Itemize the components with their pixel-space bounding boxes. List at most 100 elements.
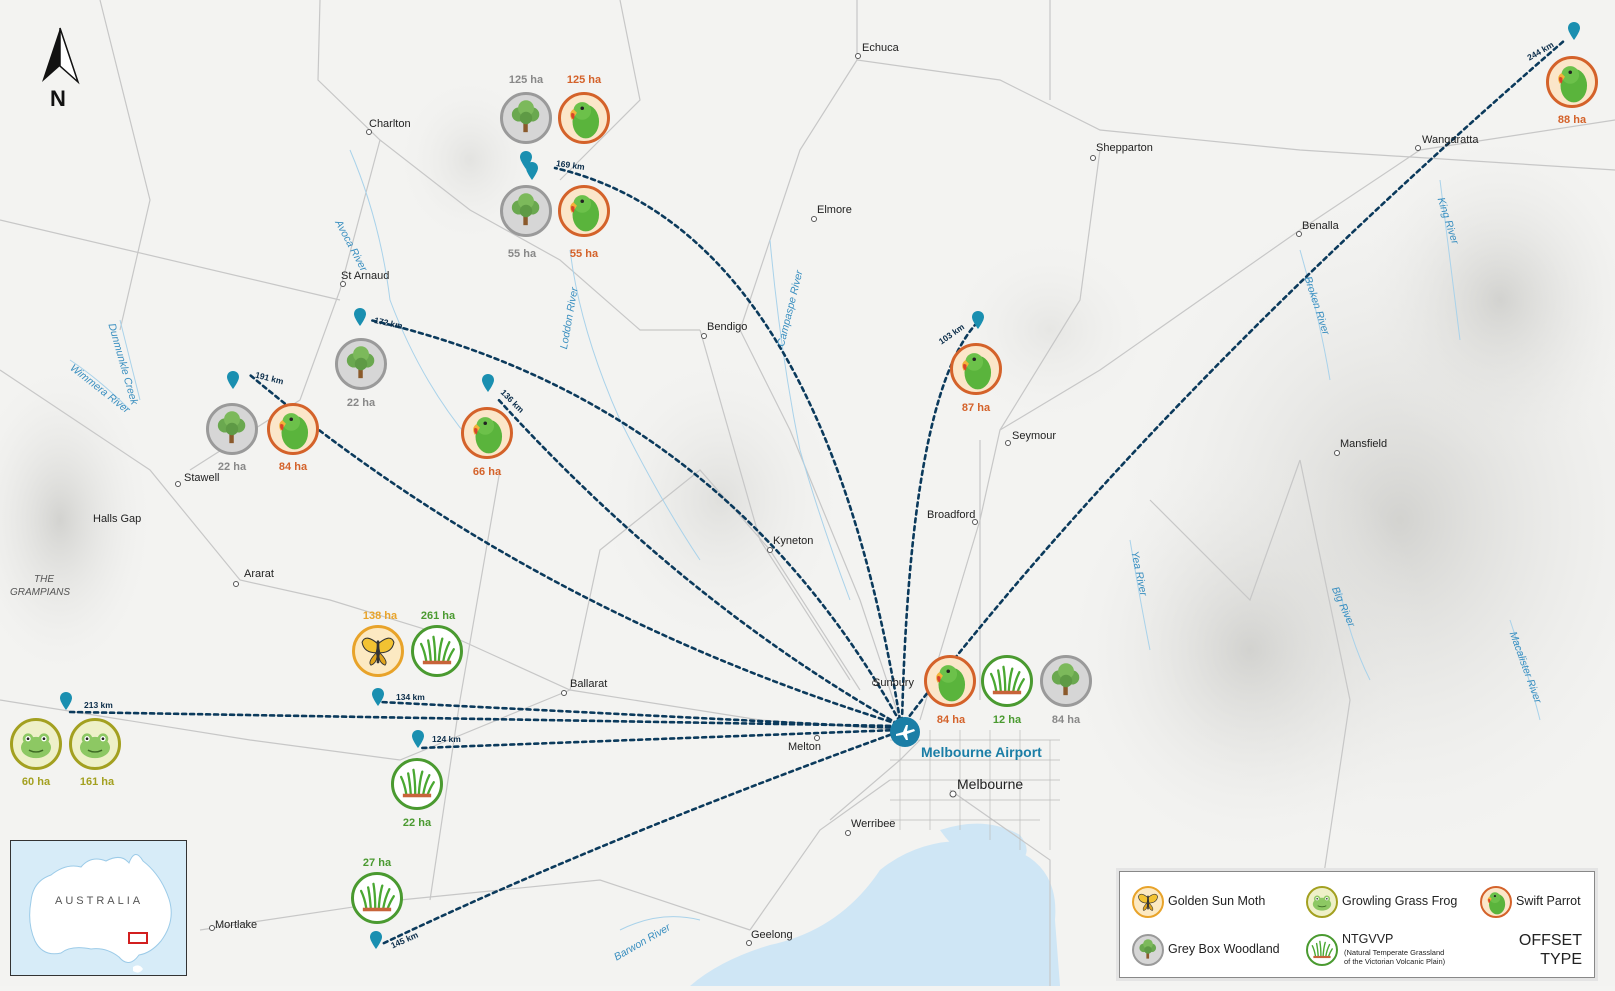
parrot-icon xyxy=(1558,66,1588,103)
route-line-191 xyxy=(248,373,900,726)
legend-title-line2: TYPE xyxy=(1540,951,1582,968)
location-pin-icon[interactable] xyxy=(227,371,239,389)
offset-area: 27 ha xyxy=(362,857,392,869)
offset-badge-swift-parrot[interactable] xyxy=(267,403,319,455)
legend-label-woodland: Grey Box Woodland xyxy=(1168,942,1280,956)
offset-badge-grey-box-woodland[interactable] xyxy=(1040,655,1092,707)
offset-badge-swift-parrot[interactable] xyxy=(950,343,1002,395)
offset-badge-swift-parrot[interactable] xyxy=(924,655,976,707)
route-line-145 xyxy=(380,730,900,946)
offset-area: 161 ha xyxy=(79,776,115,788)
location-pin-icon[interactable] xyxy=(1568,22,1580,40)
place-bendigo: Bendigo xyxy=(707,321,748,333)
location-pin-icon[interactable] xyxy=(972,311,984,329)
place-werribee: Werribee xyxy=(851,818,896,830)
frog-icon xyxy=(20,733,52,759)
tree-icon xyxy=(217,411,246,444)
offset-badge-ntgvvp[interactable] xyxy=(411,625,463,677)
offset-badge-swift-parrot[interactable] xyxy=(558,92,610,144)
grass-icon xyxy=(359,882,395,912)
north-arrow-icon xyxy=(42,27,80,85)
offset-area: 55 ha xyxy=(507,248,537,260)
place-grampians-line1: THE xyxy=(34,574,54,585)
offset-badge-golden-sun-moth[interactable] xyxy=(352,625,404,677)
offset-badge-ntgvvp[interactable] xyxy=(391,758,443,810)
route-line-244 xyxy=(903,38,1567,724)
offset-area: 12 ha xyxy=(992,714,1022,726)
offset-badge-ntgvvp[interactable] xyxy=(981,655,1033,707)
grass-icon xyxy=(399,768,435,798)
north-arrow: N xyxy=(38,26,82,111)
route-line-124 xyxy=(418,728,900,750)
route-distance-134: 134 km xyxy=(396,692,425,702)
place-sunbury: Sunbury xyxy=(873,677,914,689)
offset-area: 261 ha xyxy=(420,610,456,622)
tree-icon xyxy=(1051,663,1080,696)
location-pin-icon[interactable] xyxy=(60,692,72,710)
place-seymour: Seymour xyxy=(1012,430,1057,442)
parrot-icon xyxy=(936,665,966,702)
place-shepparton: Shepparton xyxy=(1096,142,1153,154)
parrot-icon xyxy=(570,102,600,139)
place-halls-gap: Halls Gap xyxy=(93,513,142,525)
offset-area: 84 ha xyxy=(936,714,966,726)
offset-badge-grey-box-woodland[interactable] xyxy=(206,403,258,455)
tree-icon xyxy=(511,100,540,133)
place-grampians-line2: GRAMPIANS xyxy=(10,587,71,598)
legend-moth-icon xyxy=(1132,886,1164,918)
location-pin-icon[interactable] xyxy=(372,688,384,706)
offset-area: 66 ha xyxy=(472,466,502,478)
location-pin-icon[interactable] xyxy=(526,162,538,180)
location-pin-icon[interactable] xyxy=(370,931,382,949)
offset-badge-swift-parrot[interactable] xyxy=(1546,56,1598,108)
australia-inset-map: AUSTRALIA xyxy=(10,840,187,976)
offset-area: 88 ha xyxy=(1557,114,1587,126)
legend-label-ntgvvp-sub2: of the Victorian Volcanic Plain) xyxy=(1344,957,1446,966)
offset-area: 22 ha xyxy=(346,397,376,409)
route-line-172 xyxy=(368,318,902,724)
offset-badge-growling-grass-frog[interactable] xyxy=(10,718,62,770)
tree-icon xyxy=(346,346,375,379)
route-line-136 xyxy=(495,396,900,726)
offset-badge-grey-box-woodland[interactable] xyxy=(500,185,552,237)
route-line-213 xyxy=(68,710,900,728)
place-mansfield: Mansfield xyxy=(1340,438,1388,450)
offset-badge-grey-box-woodland[interactable] xyxy=(500,92,552,144)
route-lines xyxy=(68,38,1567,946)
offset-area: 87 ha xyxy=(961,402,991,414)
route-distance-213: 213 km xyxy=(84,700,113,710)
place-melton: Melton xyxy=(788,741,822,753)
offset-badge-swift-parrot[interactable] xyxy=(461,407,513,459)
place-broadford: Broadford xyxy=(927,509,976,521)
place-stawell: Stawell xyxy=(184,472,220,484)
legend-label-frog: Growling Grass Frog xyxy=(1342,894,1458,908)
legend-tree-icon xyxy=(1132,934,1164,966)
offset-badge-growling-grass-frog[interactable] xyxy=(69,718,121,770)
offset-badge-ntgvvp[interactable] xyxy=(351,872,403,924)
offset-area: 55 ha xyxy=(569,248,599,260)
offset-badge-grey-box-woodland[interactable] xyxy=(335,338,387,390)
place-st-arnaud: St Arnaud xyxy=(341,270,390,282)
place-mortlake: Mortlake xyxy=(215,919,258,931)
offset-area: 125 ha xyxy=(566,74,602,86)
place-wangaratta: Wangaratta xyxy=(1422,134,1479,146)
parrot-icon xyxy=(279,413,309,450)
airport-icon[interactable] xyxy=(889,716,921,748)
legend: Golden Sun Moth Growling Grass Frog Swif… xyxy=(1119,871,1595,978)
offset-area: 125 ha xyxy=(508,74,544,86)
grass-icon xyxy=(989,665,1025,695)
place-elmore: Elmore xyxy=(817,204,852,216)
offset-area: 60 ha xyxy=(21,776,51,788)
offset-area: 22 ha xyxy=(402,817,432,829)
location-pin-icon[interactable] xyxy=(354,308,366,326)
parrot-icon xyxy=(473,417,503,454)
location-pin-icon[interactable] xyxy=(412,730,424,748)
offset-badge-swift-parrot[interactable] xyxy=(558,185,610,237)
offset-area: 84 ha xyxy=(1051,714,1081,726)
location-pin-icon[interactable] xyxy=(482,374,494,392)
north-label: N xyxy=(50,86,66,111)
place-ballarat: Ballarat xyxy=(570,678,608,690)
place-charlton: Charlton xyxy=(369,118,411,130)
place-geelong: Geelong xyxy=(751,929,793,941)
